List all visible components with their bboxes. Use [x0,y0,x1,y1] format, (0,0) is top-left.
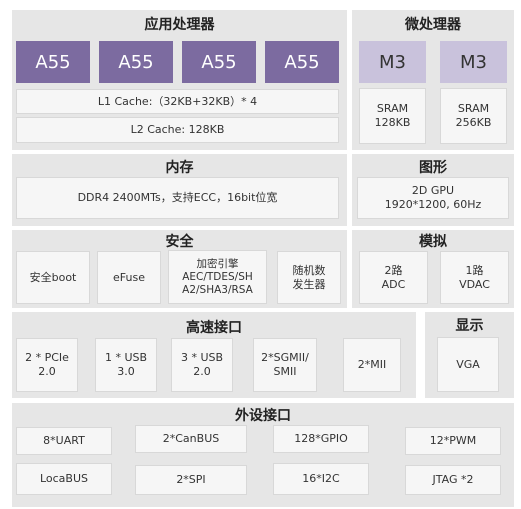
m3-core-2: M3 [440,41,507,83]
uart-box: 8*UART [16,427,112,455]
memory-desc-box: DDR4 2400MTs，支持ECC，16bit位宽 [16,177,339,219]
spi-box: 2*SPI [135,465,247,495]
crypto-engine-box: 加密引擎 AEC/TDES/SH A2/SHA3/RSA [168,250,267,304]
micro-processor-title: 微处理器 [405,17,461,33]
i2c-box: 16*I2C [273,463,369,495]
locabus-box: LocaBUS [16,463,112,495]
a55-core-1: A55 [16,41,90,83]
high-speed-title: 高速接口 [186,320,242,336]
sram-128kb-box: SRAM 128KB [359,88,426,144]
jtag-box: JTAG *2 [405,465,501,495]
m3-core-1: M3 [359,41,426,83]
analog-title: 模拟 [419,234,447,250]
gpio-box: 128*GPIO [273,425,369,453]
app-processor-title: 应用处理器 [144,17,215,33]
usb2-box: 3 * USB 2.0 [171,338,233,392]
l2-cache-box: L2 Cache: 128KB [16,117,339,143]
l1-cache-box: L1 Cache:（32KB+32KB）* 4 [16,89,339,114]
display-title: 显示 [455,318,484,334]
gpu-box: 2D GPU 1920*1200, 60Hz [357,177,509,219]
rng-box: 随机数 发生器 [277,251,341,304]
pcie-box: 2 * PCIe 2.0 [16,338,78,392]
graphics-title: 图形 [419,160,447,176]
memory-title: 内存 [165,160,194,176]
sgmii-box: 2*SGMII/ SMII [253,338,317,392]
vga-box: VGA [437,337,499,392]
a55-core-3: A55 [182,41,256,83]
pwm-box: 12*PWM [405,427,501,455]
sram-256kb-box: SRAM 256KB [440,88,507,144]
a55-core-2: A55 [99,41,173,83]
adc-box: 2路 ADC [359,251,428,304]
usb3-box: 1 * USB 3.0 [95,338,157,392]
a55-core-4: A55 [265,41,339,83]
vdac-box: 1路 VDAC [440,251,509,304]
peripherals-title: 外设接口 [235,408,291,424]
canbus-box: 2*CanBUS [135,425,247,453]
mii-box: 2*MII [343,338,401,392]
secure-boot-box: 安全boot [16,251,90,304]
security-title: 安全 [165,234,194,250]
efuse-box: eFuse [97,251,161,304]
